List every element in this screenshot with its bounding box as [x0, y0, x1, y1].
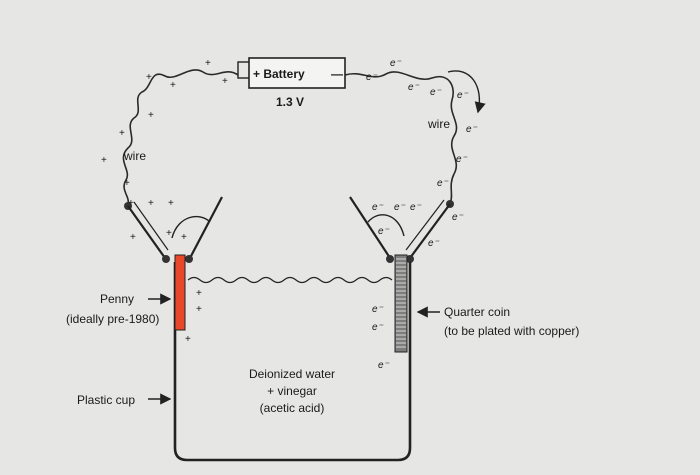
penny-label-note: (ideally pre-1980)	[66, 312, 159, 326]
positive-charge: +	[124, 178, 130, 189]
plastic-cup-label: Plastic cup	[77, 393, 135, 407]
solution-label-line3: (acetic acid)	[260, 401, 325, 415]
positive-charge: +	[170, 80, 176, 91]
quarter-electrode	[394, 254, 408, 353]
electron-flow-arrow	[447, 70, 486, 114]
electron: e⁻	[410, 202, 422, 213]
battery-voltage: 1.3 V	[276, 95, 304, 109]
positive-charge: +	[148, 110, 154, 121]
right-alligator-clip	[349, 196, 454, 263]
solution-label-line2: + vinegar	[267, 384, 317, 398]
electron: e⁻	[437, 178, 449, 189]
positive-charge: +	[101, 155, 107, 166]
battery-minus-sign: —	[331, 67, 343, 81]
positive-charge: +	[130, 232, 136, 243]
positive-charge: +	[166, 228, 172, 239]
positive-charge: +	[181, 232, 187, 243]
penny-label: Penny	[100, 292, 134, 306]
electron: e⁻	[456, 154, 468, 165]
positive-charge: +	[148, 198, 154, 209]
plastic-cup	[173, 262, 412, 462]
electron: e⁻	[457, 90, 469, 101]
battery: + Battery —	[237, 57, 346, 89]
positive-charges: + + + + + + + + + + + + + + + + +	[101, 58, 228, 345]
electron: e⁻	[430, 87, 442, 98]
solution-label-line1: Deionized water	[249, 367, 335, 381]
right-wire	[344, 71, 458, 205]
electron: e⁻	[408, 82, 420, 93]
quarter-label-note: (to be plated with copper)	[444, 324, 579, 338]
electron: e⁻	[466, 124, 478, 135]
battery-label: + Battery	[253, 67, 305, 81]
electron: e⁻	[372, 202, 384, 213]
positive-charge: +	[119, 128, 125, 139]
positive-charge: +	[185, 334, 191, 345]
electron: e⁻	[378, 226, 390, 237]
penny-electrode	[174, 254, 186, 331]
positive-charge: +	[196, 304, 202, 315]
electron: e⁻	[372, 304, 384, 315]
electron: e⁻	[372, 322, 384, 333]
quarter-label: Quarter coin	[444, 305, 510, 319]
positive-charge: +	[128, 198, 134, 209]
liquid-surface	[187, 276, 393, 284]
positive-charge: +	[146, 72, 152, 83]
left-wire	[122, 69, 239, 205]
electron: e⁻	[394, 202, 406, 213]
left-alligator-clip	[124, 196, 223, 263]
right-wire-label: wire	[427, 117, 450, 131]
electrons: e⁻ e⁻ e⁻ e⁻ e⁻ e⁻ e⁻ e⁻ e⁻ e⁻ e⁻ e⁻ e⁻ e⁻ e⁻ e⁻ e⁻	[366, 58, 478, 371]
electron: e⁻	[390, 58, 402, 69]
positive-charge: +	[205, 58, 211, 69]
electron: e⁻	[366, 72, 378, 83]
electron: e⁻	[378, 360, 390, 371]
left-wire-label: wire	[123, 149, 146, 163]
positive-charge: +	[222, 76, 228, 87]
electron: e⁻	[452, 212, 464, 223]
positive-charge: +	[168, 198, 174, 209]
electron: e⁻	[428, 238, 440, 249]
positive-charge: +	[196, 288, 202, 299]
